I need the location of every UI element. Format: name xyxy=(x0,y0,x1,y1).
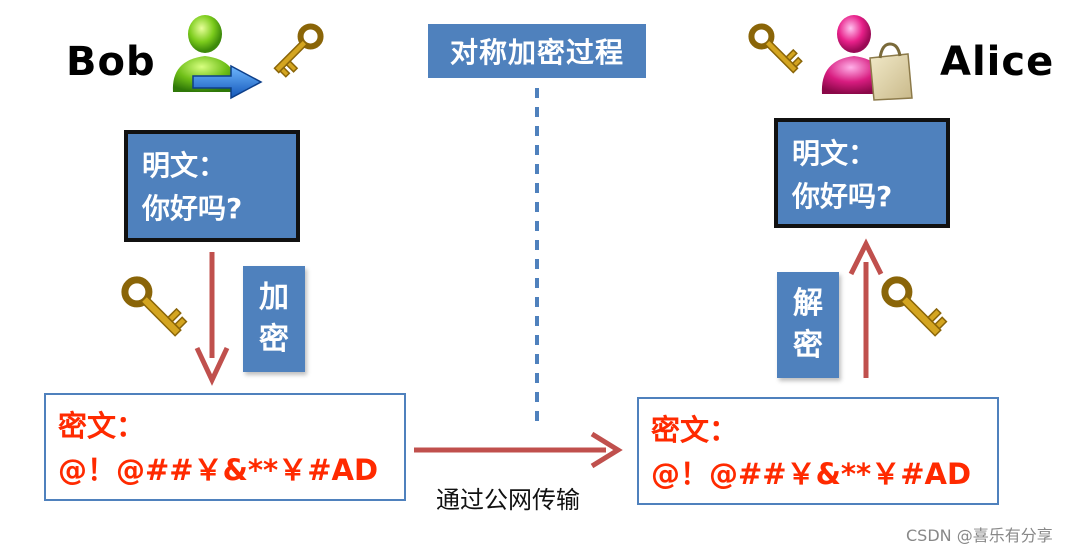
bob-ciphertext-label: 密文： xyxy=(58,409,146,443)
alice-ciphertext-label: 密文： xyxy=(651,413,739,447)
bob-ciphertext-box: 密文： @！@##￥&**￥#AD xyxy=(44,393,406,501)
decrypt-label-char-2: 密 xyxy=(793,328,823,363)
user-green-icon xyxy=(172,15,263,100)
diagram-title: 对称加密过程 xyxy=(428,24,646,78)
watermark: CSDN @喜乐有分享 xyxy=(906,526,1053,545)
bob-name: Bob xyxy=(66,39,156,85)
bob-ciphertext-value: @！@##￥&**￥#AD xyxy=(58,452,379,487)
bob-plaintext-label: 明文： xyxy=(142,149,227,182)
user-pink-icon xyxy=(821,15,913,101)
alice-plaintext-label: 明文： xyxy=(792,137,877,170)
decrypt-label: 解 密 xyxy=(777,272,839,378)
key-icon xyxy=(121,276,188,337)
bob-plaintext-box: 明文： 你好吗? xyxy=(124,130,300,242)
alice-plaintext-box: 明文： 你好吗? xyxy=(774,118,950,228)
bob-plaintext-value: 你好吗? xyxy=(142,192,243,226)
diagram-title-text: 对称加密过程 xyxy=(449,36,624,69)
transmission-caption: 通过公网传输 xyxy=(436,486,580,514)
encrypt-label-char-2: 密 xyxy=(259,322,289,357)
alice-ciphertext-value: @！@##￥&**￥#AD xyxy=(651,456,972,491)
encrypt-label: 加 密 xyxy=(243,266,305,372)
decrypt-label-char-1: 解 xyxy=(793,286,823,321)
encrypt-label-char-1: 加 xyxy=(259,280,289,315)
alice-plaintext-value: 你好吗? xyxy=(792,180,893,214)
alice-name: Alice xyxy=(940,39,1055,85)
key-icon xyxy=(748,23,803,74)
key-icon xyxy=(273,23,324,78)
key-icon xyxy=(881,276,948,337)
alice-ciphertext-box: 密文： @！@##￥&**￥#AD xyxy=(637,397,999,505)
